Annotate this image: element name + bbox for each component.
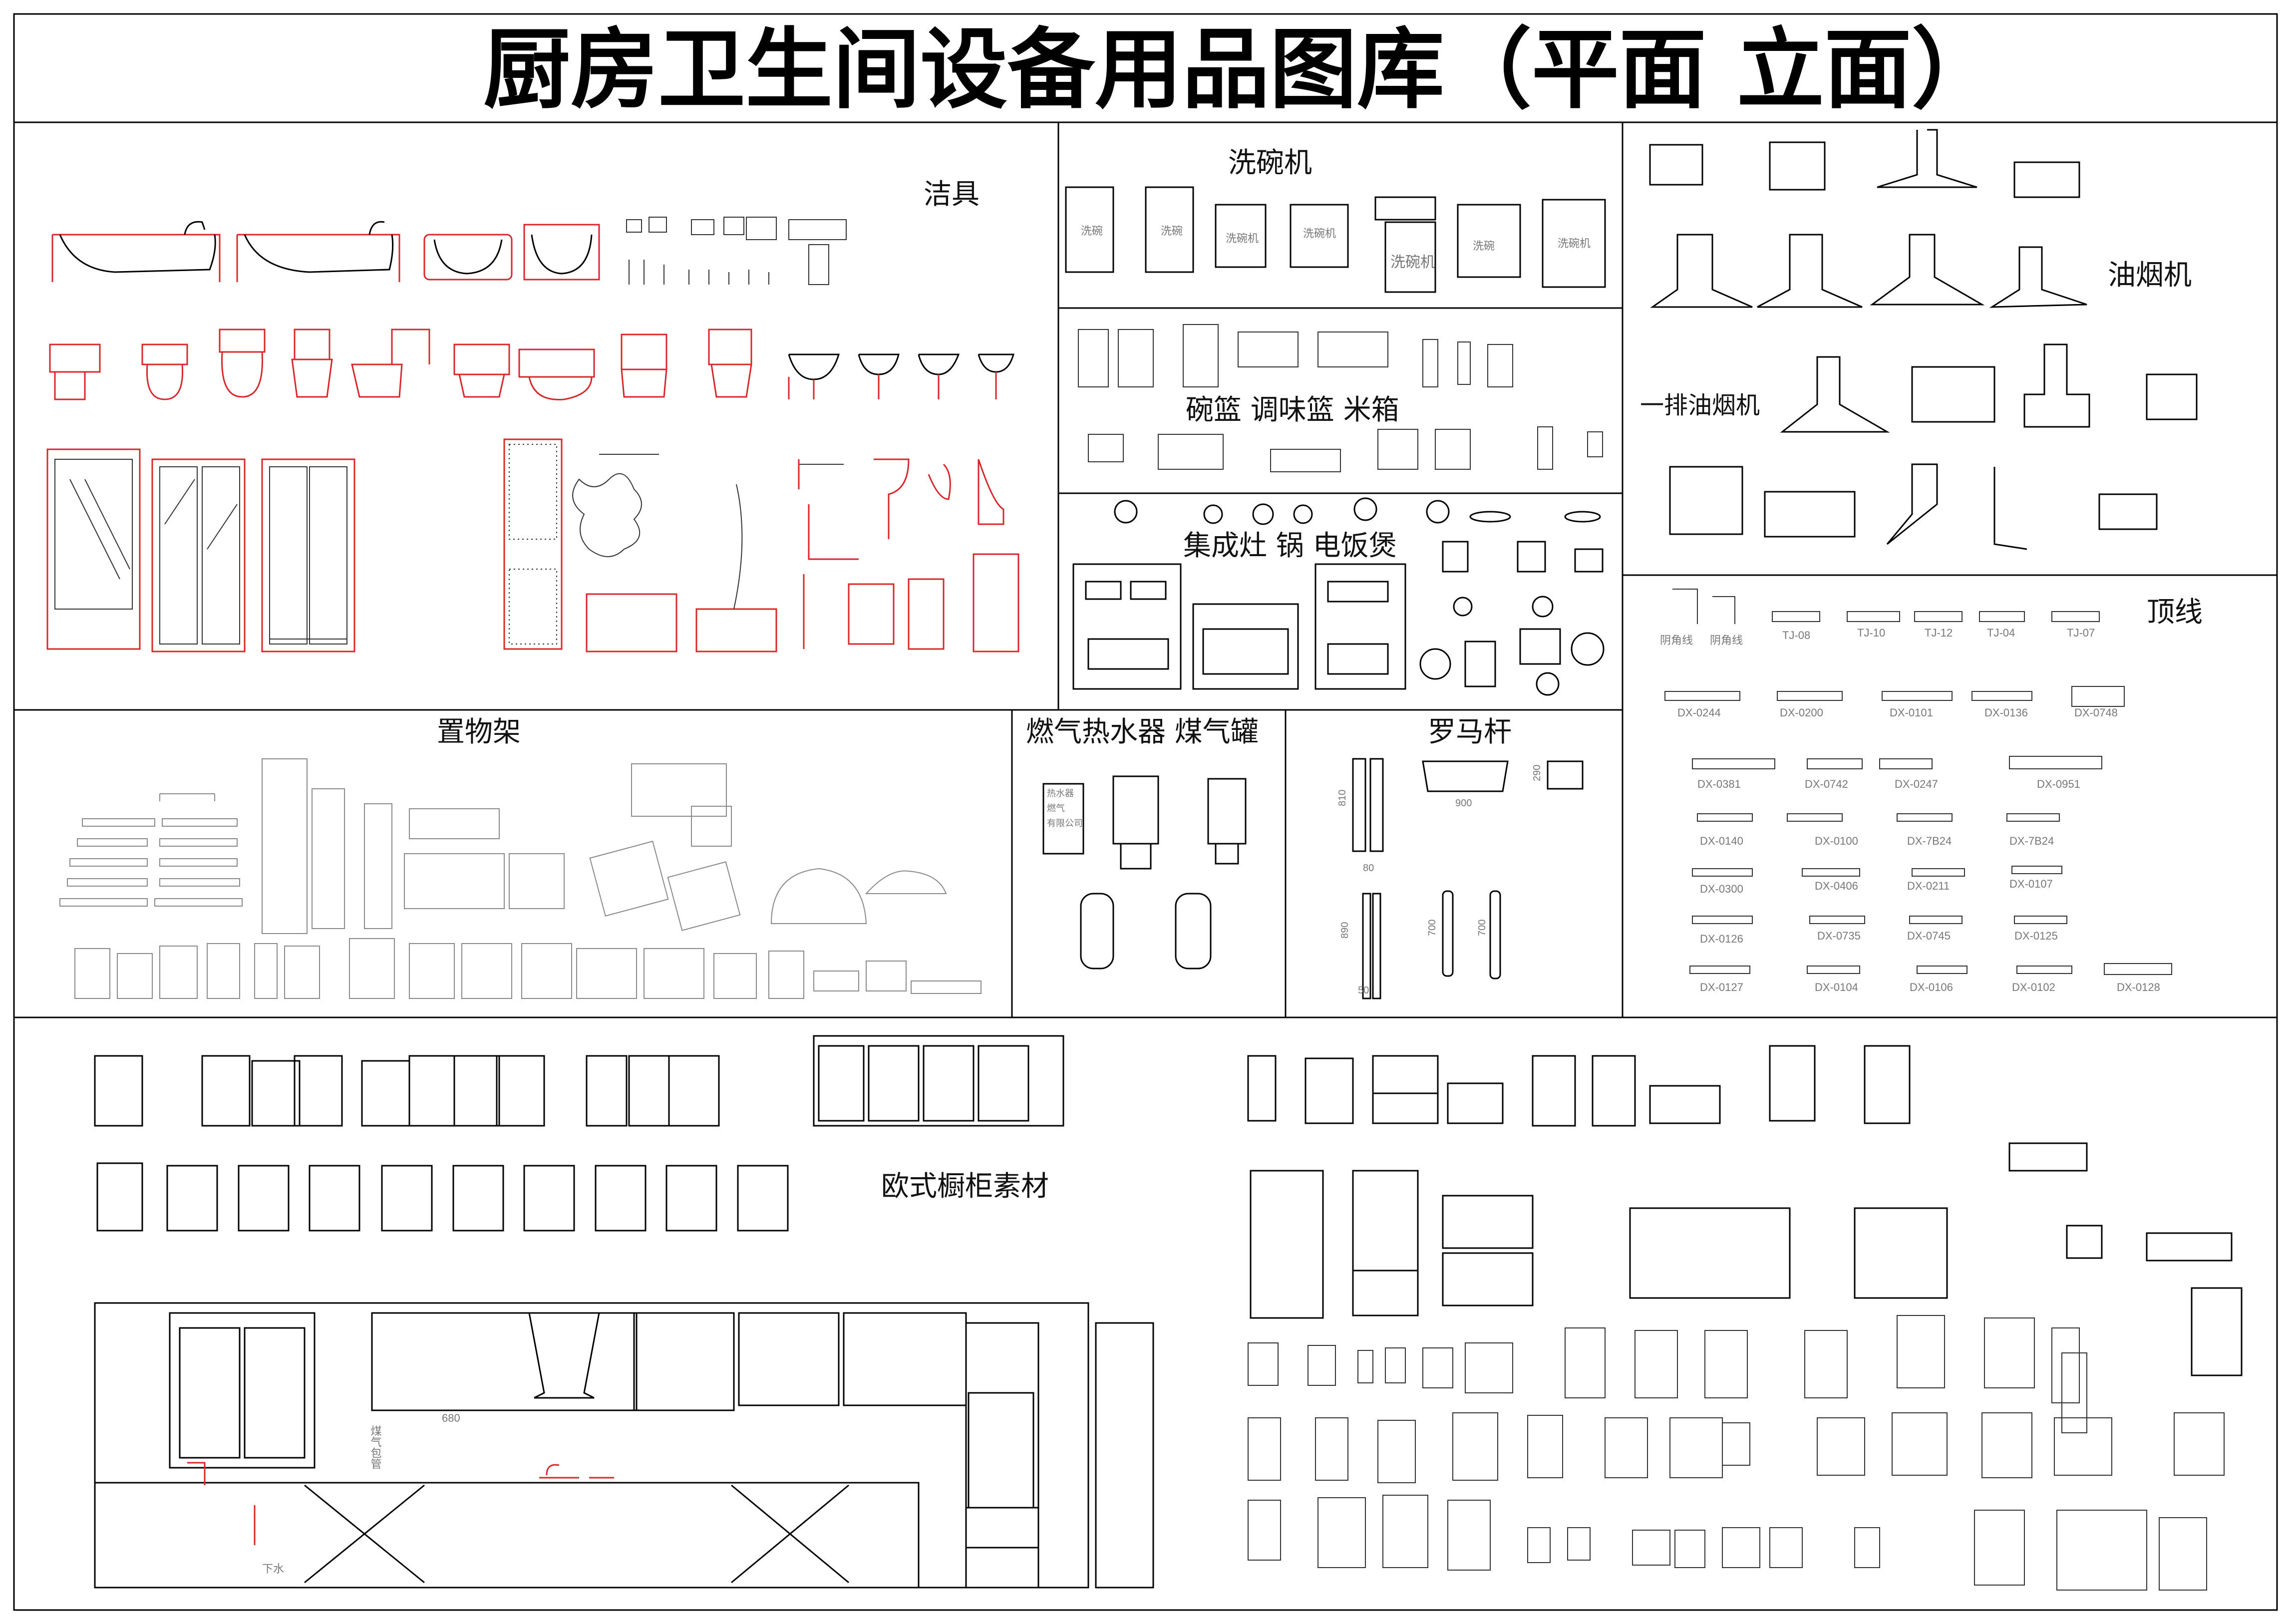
svg-text:DX-0107: DX-0107: [2009, 878, 2053, 890]
svg-text:TJ-04: TJ-04: [1987, 627, 2015, 639]
label-rod: 罗马杆: [1428, 716, 1512, 748]
page-title: 厨房卫生间设备用品图库（平面 立面）: [483, 19, 1999, 121]
svg-text:DX-0127: DX-0127: [1700, 981, 1743, 993]
svg-text:810: 810: [1337, 790, 1348, 806]
svg-text:TJ-12: TJ-12: [1925, 627, 1953, 639]
svg-text:680: 680: [442, 1412, 460, 1424]
svg-text:DX-0102: DX-0102: [2012, 981, 2055, 993]
kitchen-elevation-red: [187, 1462, 614, 1545]
range-hoods: [1649, 129, 2198, 550]
svg-text:700: 700: [1427, 920, 1438, 936]
svg-text:50: 50: [1358, 985, 1369, 996]
svg-text:TJ-08: TJ-08: [1782, 629, 1810, 642]
svg-text:洗碗机: 洗碗机: [1558, 237, 1591, 250]
svg-text:洗碗: 洗碗: [1473, 240, 1495, 252]
dishwasher-tag: 洗碗机: [1390, 254, 1435, 271]
label-shelf: 置物架: [437, 716, 521, 748]
svg-text:DX-0244: DX-0244: [1677, 706, 1721, 719]
frame-lines: [13, 13, 2278, 1611]
svg-text:洗碗: 洗碗: [1161, 225, 1183, 237]
svg-text:DX-0100: DX-0100: [1815, 835, 1858, 847]
label-range-hood-sub: 一排油烟机: [1640, 391, 1760, 419]
svg-text:DX-0136: DX-0136: [1984, 706, 2028, 719]
svg-text:DX-0101: DX-0101: [1890, 706, 1933, 719]
cabinet-doors-grid: [1248, 1315, 2225, 1591]
svg-text:DX-0951: DX-0951: [2037, 778, 2080, 790]
molding-profiles: [1664, 589, 2172, 975]
svg-text:890: 890: [1339, 922, 1350, 939]
svg-text:洗碗机: 洗碗机: [1226, 232, 1259, 245]
svg-text:TJ-07: TJ-07: [2067, 627, 2095, 639]
molding-top-codes: 阴角线 阴角线 TJ-08 TJ-10 TJ-12 TJ-04 TJ-07: [1660, 627, 2095, 647]
svg-text:下水: 下水: [262, 1563, 284, 1575]
svg-text:DX-0745: DX-0745: [1907, 930, 1951, 942]
svg-text:DX-0735: DX-0735: [1817, 930, 1861, 942]
svg-text:洗碗: 洗碗: [1081, 225, 1103, 237]
label-sanitary: 洁具: [924, 178, 980, 211]
svg-text:DX-0200: DX-0200: [1780, 706, 1823, 719]
svg-text:DX-0140: DX-0140: [1700, 835, 1743, 847]
cabinet-doors-right: [1247, 1045, 2243, 1376]
svg-text:DX-0247: DX-0247: [1895, 778, 1938, 790]
svg-text:80: 80: [1363, 863, 1374, 874]
svg-text:TJ-10: TJ-10: [1857, 627, 1885, 639]
molding-dx-codes: DX-0244 DX-0200 DX-0101 DX-0136 DX-0748 …: [1677, 706, 2160, 993]
label-range-hood: 油烟机: [2108, 259, 2192, 292]
svg-text:有限公司: 有限公司: [1047, 818, 1083, 828]
svg-text:DX-0104: DX-0104: [1815, 981, 1858, 993]
svg-text:DX-0125: DX-0125: [2014, 930, 2058, 942]
roman-rod-dims: 900 290 810 80 890 700 700 50: [1337, 765, 1543, 996]
svg-text:700: 700: [1477, 920, 1488, 936]
svg-text:阴角线: 阴角线: [1660, 634, 1693, 647]
gas-heaters: [1042, 775, 1247, 970]
svg-text:DX-0126: DX-0126: [1700, 933, 1743, 945]
sanitary-toilets: [49, 328, 1014, 400]
roman-rods: [1352, 758, 1584, 999]
svg-text:燃气: 燃气: [1047, 803, 1065, 813]
dishwashers: 洗碗洗碗 洗碗机洗碗机 洗碗机 洗碗洗碗机: [1065, 186, 1606, 293]
svg-text:DX-0381: DX-0381: [1697, 778, 1741, 790]
svg-text:洗碗机: 洗碗机: [1303, 227, 1336, 240]
label-heater: 燃气热水器 煤气罐: [1026, 716, 1259, 748]
sanitary-bathtubs: [51, 217, 847, 285]
svg-text:DX-0128: DX-0128: [2117, 981, 2160, 993]
sanitary-shower-rooms: [46, 438, 1019, 652]
svg-text:DX-0406: DX-0406: [1815, 880, 1858, 892]
shelves: [59, 758, 982, 999]
svg-text:DX-0106: DX-0106: [1910, 981, 1953, 993]
cabinet-doors-top: [94, 1035, 1064, 1232]
kitchen-elevation: [94, 1302, 1154, 1589]
svg-text:DX-7B24: DX-7B24: [1907, 835, 1952, 847]
baskets: [1078, 324, 1603, 472]
svg-text:DX-7B24: DX-7B24: [2009, 835, 2054, 847]
stoves-pots: [1072, 497, 1605, 696]
svg-text:DX-0742: DX-0742: [1805, 778, 1848, 790]
kitchen-elevation-labels: 680 下水 煤气包管: [262, 1412, 460, 1575]
svg-text:煤气包管: 煤气包管: [369, 1425, 382, 1469]
svg-text:DX-0211: DX-0211: [1907, 880, 1950, 892]
label-molding: 顶线: [2147, 596, 2203, 629]
svg-text:DX-0300: DX-0300: [1700, 883, 1743, 895]
svg-text:热水器: 热水器: [1047, 788, 1074, 798]
label-dishwasher: 洗碗机: [1228, 147, 1312, 179]
svg-text:290: 290: [1532, 765, 1543, 781]
label-stove: 集成灶 锅 电饭煲: [1183, 530, 1397, 562]
svg-text:DX-0748: DX-0748: [2074, 706, 2118, 719]
svg-text:900: 900: [1455, 798, 1472, 809]
svg-text:阴角线: 阴角线: [1710, 634, 1743, 647]
label-cabinet: 欧式橱柜素材: [881, 1170, 1049, 1203]
label-baskets: 碗篮 调味篮 米箱: [1186, 394, 1399, 426]
